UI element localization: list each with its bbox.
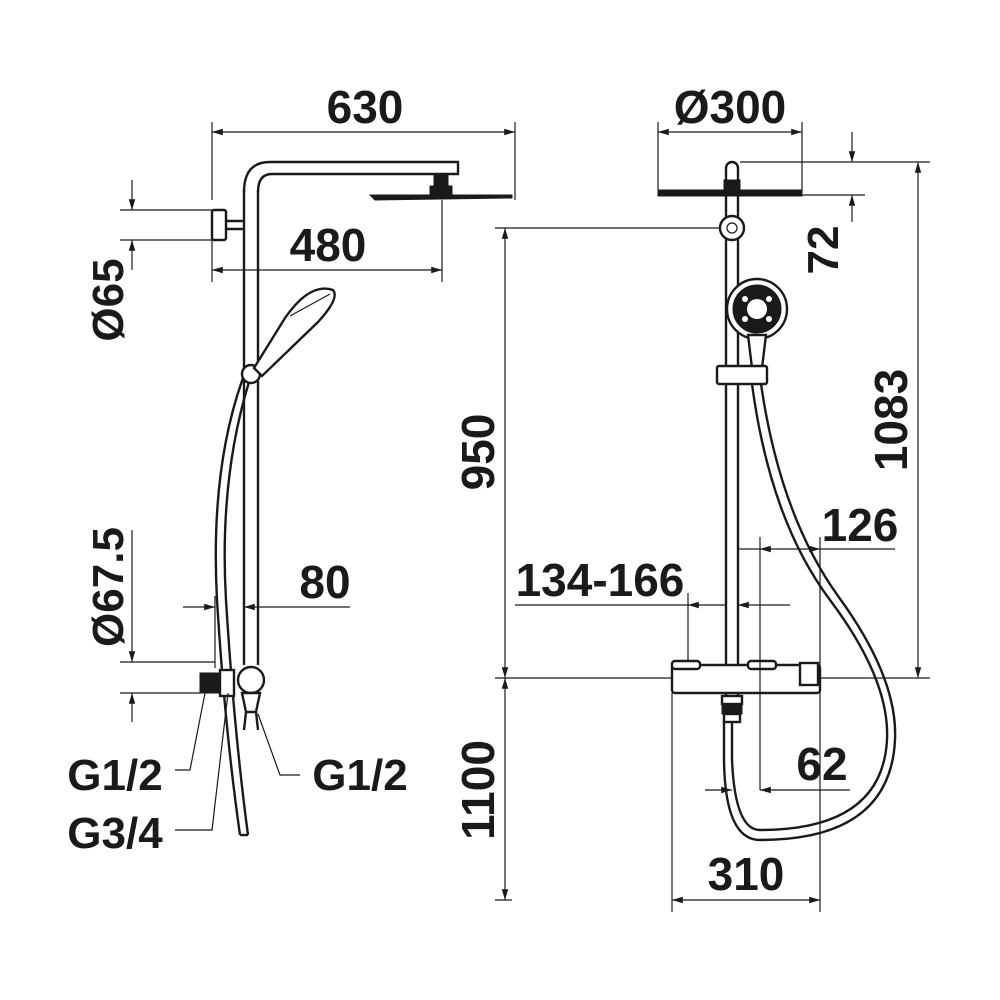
callout-g12-right: G1/2 <box>257 713 408 800</box>
dim-dia-65: Ø65 <box>84 180 212 342</box>
overhead-shower-head-side <box>368 194 513 201</box>
dim-62: 62 <box>705 738 850 794</box>
dim-dia-300-label: Ø300 <box>674 81 787 133</box>
riser-pipe <box>242 190 260 665</box>
dim-134-166: 134-166 <box>515 554 790 661</box>
hand-shower-holder-front <box>715 364 769 386</box>
dim-950-label: 950 <box>452 414 504 491</box>
thread-g34-label: G3/4 <box>67 809 163 858</box>
dim-126-label: 126 <box>822 499 899 551</box>
dim-630-label: 630 <box>327 81 404 133</box>
front-view: Ø300 72 1083 950 1100 <box>452 81 930 912</box>
dim-950: 950 <box>452 227 720 679</box>
dim-72: 72 <box>740 132 930 274</box>
callout-g34: G3/4 <box>67 692 229 858</box>
riser-pipe-front <box>724 185 740 665</box>
dim-310: 310 <box>671 693 821 912</box>
dim-80: 80 <box>183 556 351 668</box>
dim-72-label: 72 <box>799 226 848 275</box>
wall-bracket-front <box>718 214 746 242</box>
overhead-shower-head-front <box>657 189 803 197</box>
dim-62-label: 62 <box>796 738 847 790</box>
callout-g12-left: G1/2 <box>67 692 206 800</box>
hose-side <box>214 377 251 837</box>
dim-1083: 1083 <box>820 162 930 679</box>
dim-126: 126 <box>738 499 898 790</box>
dim-310-label: 310 <box>708 848 785 900</box>
thermostat-mixer-front <box>670 659 822 724</box>
dim-134-166-label: 134-166 <box>516 554 685 606</box>
shower-arm <box>242 160 460 193</box>
dim-dia-65-label: Ø65 <box>84 258 133 341</box>
mixer-side <box>199 665 266 731</box>
dim-dia-67-5-label: Ø67.5 <box>84 527 133 647</box>
hose-front <box>722 383 897 842</box>
dim-480-label: 480 <box>290 219 367 271</box>
thread-right-label: G1/2 <box>312 751 407 800</box>
head-connector <box>429 173 453 195</box>
dim-1100: 1100 <box>452 678 512 901</box>
side-view: 630 480 Ø65 Ø67.5 <box>67 81 516 858</box>
dim-dia-67-5: Ø67.5 <box>84 527 215 722</box>
dim-80-label: 80 <box>299 556 350 608</box>
hand-shower-side <box>252 287 336 378</box>
dim-1100-label: 1100 <box>452 740 504 840</box>
dim-480: 480 <box>211 200 443 282</box>
hand-shower-front <box>725 277 789 370</box>
wall-bracket-top <box>210 208 244 242</box>
dim-1083-label: 1083 <box>865 369 917 471</box>
dim-630: 630 <box>211 81 516 200</box>
thread-left-label: G1/2 <box>67 751 162 800</box>
dim-dia-300: Ø300 <box>657 81 803 190</box>
